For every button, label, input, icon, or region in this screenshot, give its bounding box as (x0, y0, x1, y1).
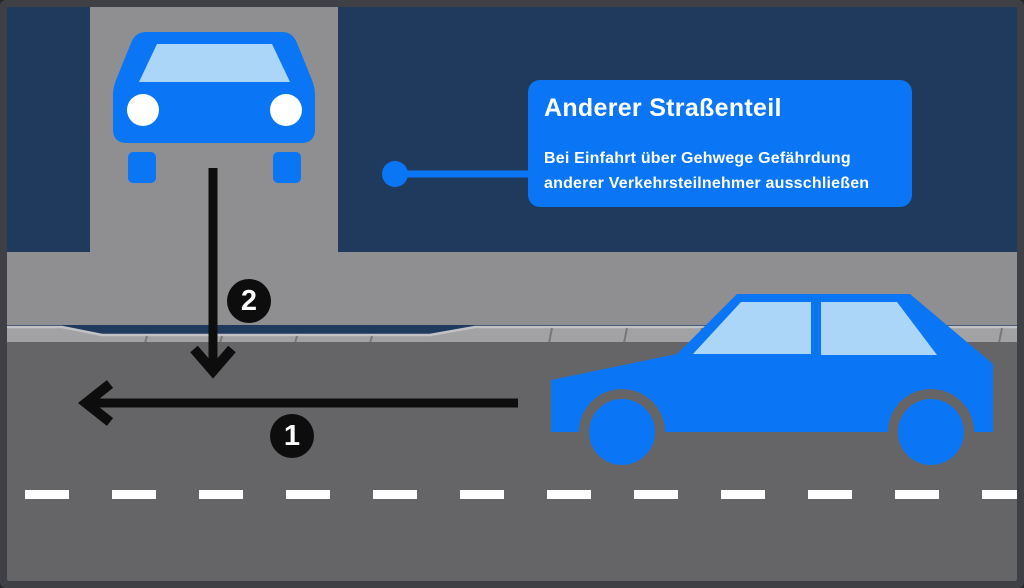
lane-marking-dashes (25, 490, 1017, 499)
arrow-down-icon (190, 168, 236, 379)
step-badge-1: 1 (270, 414, 314, 458)
callout-body: Bei Einfahrt über Gehwege Gefährdung and… (544, 150, 870, 192)
car-front-icon (113, 32, 315, 183)
scene: 1 2 Anderer Straßenteil Bei Einfahrt übe… (7, 7, 1017, 581)
connector-dot-icon (382, 161, 528, 187)
step-badge-2: 2 (227, 279, 271, 323)
callout-box: Anderer Straßenteil Bei Einfahrt über Ge… (528, 80, 912, 207)
callout-title: Anderer Straßenteil (544, 94, 782, 122)
arrow-left-icon (77, 380, 518, 426)
car-side-icon (551, 294, 993, 465)
maneuver-arrows (77, 161, 528, 426)
